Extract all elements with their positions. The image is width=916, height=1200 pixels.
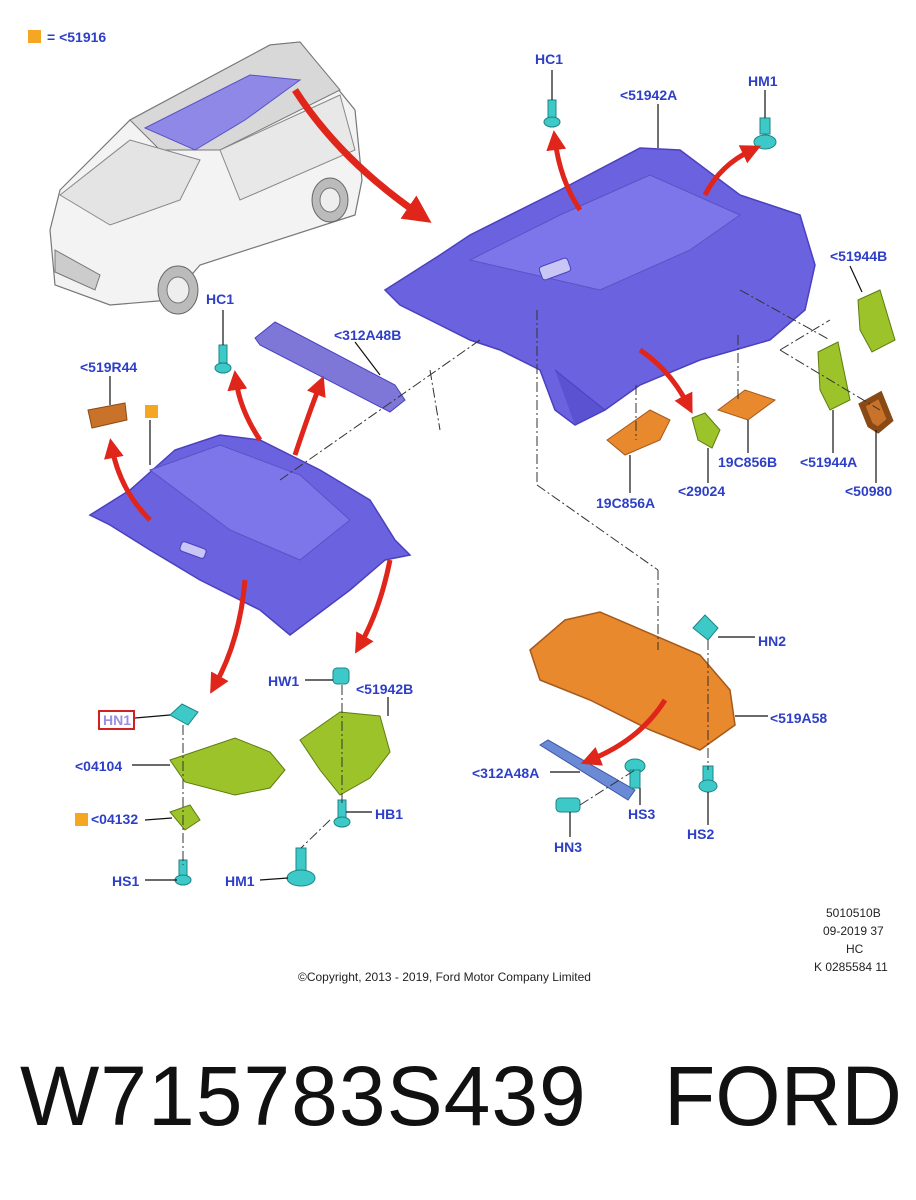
label-51942b: <51942B — [356, 681, 413, 697]
headliner-rear — [88, 434, 412, 636]
clip-hn2 — [692, 614, 719, 641]
hn1-highlight-box — [98, 710, 135, 730]
label-51942a: <51942A — [620, 87, 677, 103]
part-number-title: W715783S439 — [20, 1049, 587, 1143]
clip-hs2 — [698, 765, 718, 793]
label-hn1: HN1 — [103, 712, 131, 728]
label-hn2: HN2 — [758, 633, 786, 649]
clip-hs1 — [174, 859, 192, 886]
clip-hc1-mid — [214, 344, 232, 374]
leader-lines — [182, 289, 881, 865]
part-312a48b — [254, 321, 406, 413]
label-50980: <50980 — [845, 483, 892, 499]
clip-hm1-bottom — [286, 847, 316, 887]
label-51944b: <51944B — [830, 248, 887, 264]
label-hs2: HS2 — [687, 826, 714, 842]
part-51944b — [857, 289, 896, 353]
marker-04132-square — [75, 813, 88, 826]
brand-title: FORD — [664, 1049, 902, 1143]
meta-code-1: 5010510B — [826, 906, 881, 920]
legend-text: = <51916 — [47, 29, 106, 45]
label-312a48b: <312A48B — [334, 327, 401, 343]
label-hs3: HS3 — [628, 806, 655, 822]
clip-hn3 — [555, 797, 581, 813]
part-51944a — [817, 341, 851, 411]
label-hs1: HS1 — [112, 873, 139, 889]
clip-hm1-top — [753, 117, 777, 150]
vehicle-illustration — [49, 41, 363, 315]
meta-code-4: K 0285584 11 — [814, 960, 888, 974]
part-19c856a — [606, 409, 671, 456]
meta-code-2: 09-2019 37 — [823, 924, 884, 938]
main-arrow — [292, 88, 432, 223]
clip-hb1 — [333, 799, 351, 828]
part-04104 — [169, 737, 286, 796]
part-19c856b — [716, 389, 777, 421]
part-312a48a — [539, 739, 636, 801]
label-hm1-bottom: HM1 — [225, 873, 255, 889]
red-arrows — [104, 130, 762, 766]
label-hw1: HW1 — [268, 673, 299, 689]
clip-hc1-top — [543, 99, 561, 128]
copyright-text: ©Copyright, 2013 - 2019, Ford Motor Comp… — [298, 970, 591, 984]
label-312a48a: <312A48A — [472, 765, 539, 781]
label-hc1-top: HC1 — [535, 51, 563, 67]
label-19c856a: 19C856A — [596, 495, 655, 511]
part-519r44 — [87, 402, 128, 429]
part-04132 — [169, 804, 201, 831]
part-50980 — [858, 390, 894, 434]
label-hc1-mid: HC1 — [206, 291, 234, 307]
legend-marker — [28, 30, 41, 43]
label-hn3: HN3 — [554, 839, 582, 855]
clip-hs3 — [624, 758, 646, 789]
marker-519r44-square — [145, 405, 158, 418]
label-29024: <29024 — [678, 483, 725, 499]
part-51942b — [299, 711, 391, 796]
callout-lines — [109, 70, 877, 881]
meta-code-3: HC — [846, 942, 864, 956]
label-519a58: <519A58 — [770, 710, 827, 726]
label-hb1: HB1 — [375, 806, 403, 822]
clip-hw1 — [332, 667, 350, 685]
clip-hn1 — [169, 703, 199, 726]
label-04104: <04104 — [75, 758, 122, 774]
label-hm1-top: HM1 — [748, 73, 778, 89]
label-19c856b: 19C856B — [718, 454, 777, 470]
label-04132: <04132 — [91, 811, 138, 827]
label-51944a: <51944A — [800, 454, 857, 470]
part-29024 — [691, 412, 721, 449]
label-519r44: <519R44 — [80, 359, 137, 375]
headliner-main — [383, 147, 816, 426]
part-519a58 — [529, 611, 736, 751]
